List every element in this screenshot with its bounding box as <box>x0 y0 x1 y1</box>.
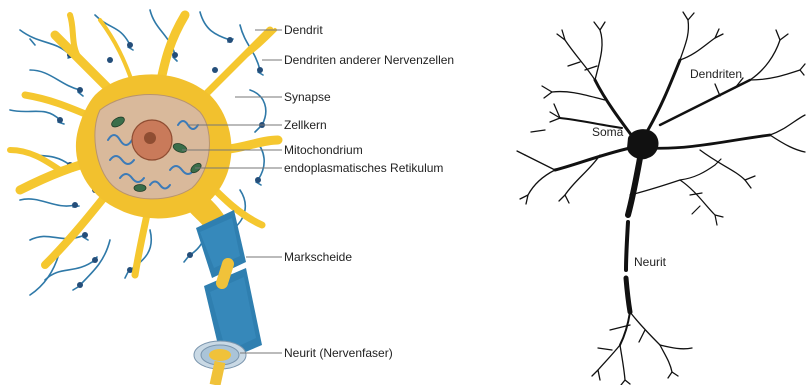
axon-terminals <box>592 312 692 385</box>
label-neurit: Neurit (Nervenfaser) <box>284 346 393 360</box>
label-dendriten-anderer: Dendriten anderer Nervenzellen <box>284 53 454 67</box>
axon <box>222 264 228 283</box>
schematic-neuron <box>517 12 805 385</box>
neurite-axon <box>628 158 640 215</box>
dendrite-tree-left <box>517 104 630 204</box>
myelin-sheath <box>194 210 262 369</box>
label-mitochondrium: Mitochondrium <box>284 143 363 157</box>
label-dendrit: Dendrit <box>284 23 323 37</box>
label-markscheide: Markscheide <box>284 250 352 264</box>
label-zellkern: Zellkern <box>284 118 327 132</box>
illustrated-neuron: Dendrit Dendriten anderer Nervenzellen S… <box>10 10 454 385</box>
label-neurit-right: Neurit <box>634 255 667 269</box>
label-er: endoplasmatisches Retikulum <box>284 161 443 175</box>
label-soma: Soma <box>592 125 624 139</box>
label-synapse: Synapse <box>284 90 331 104</box>
label-dendriten: Dendriten <box>690 67 742 81</box>
nucleolus <box>144 132 156 144</box>
neurite-collaterals <box>630 159 723 225</box>
soma-shape <box>627 129 659 159</box>
axon-exit <box>215 362 220 385</box>
dendrite-tree-right <box>650 115 805 188</box>
